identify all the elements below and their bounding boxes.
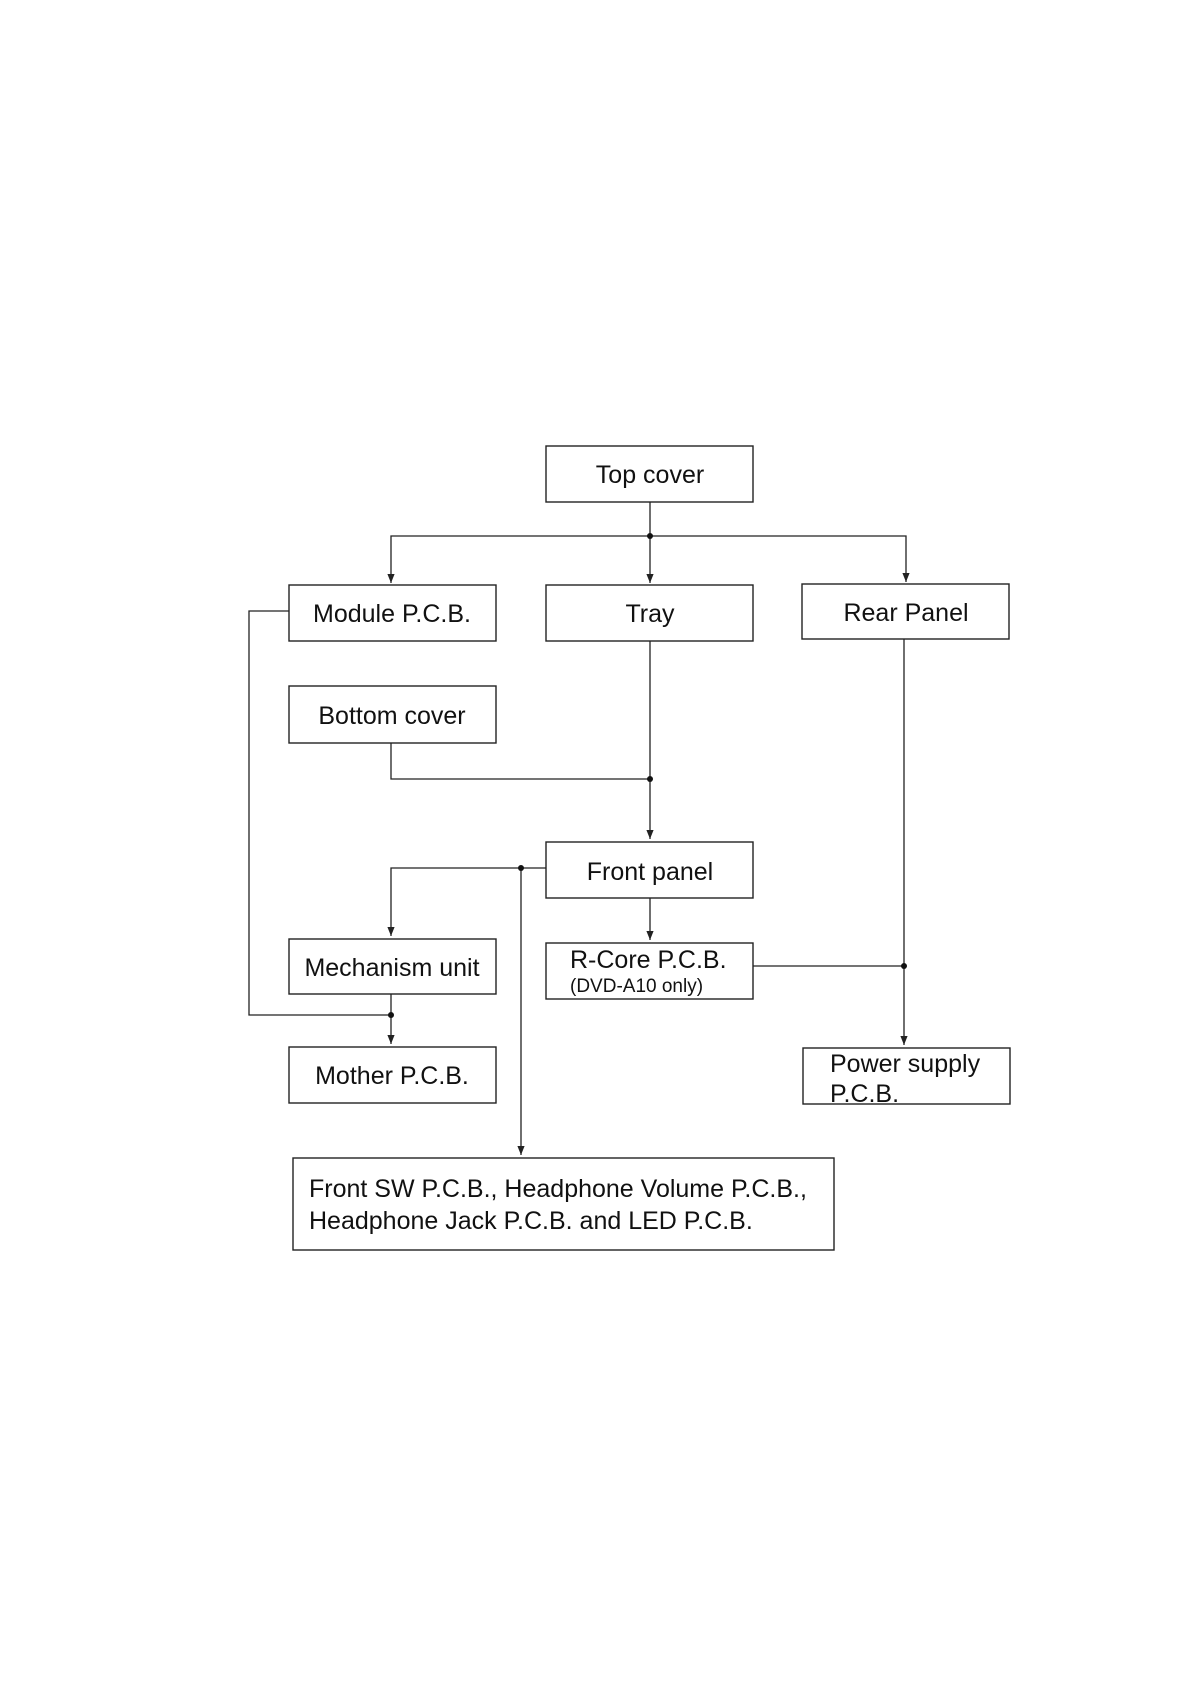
node-label: Headphone Jack P.C.B. and LED P.C.B. bbox=[309, 1207, 753, 1235]
node-power-supply-pcb: Power supply P.C.B. bbox=[803, 1048, 1010, 1108]
node-front-sw-group: Front SW P.C.B., Headphone Volume P.C.B.… bbox=[293, 1158, 834, 1250]
node-front-panel: Front panel bbox=[546, 842, 753, 898]
node-tray: Tray bbox=[546, 585, 753, 641]
node-mother-pcb: Mother P.C.B. bbox=[289, 1047, 496, 1103]
node-label: Mechanism unit bbox=[304, 954, 479, 982]
node-label: Top cover bbox=[596, 461, 704, 489]
edge-topcover-rearpanel bbox=[650, 536, 906, 582]
node-bottom-cover: Bottom cover bbox=[289, 686, 496, 743]
node-note: (DVD-A10 only) bbox=[570, 976, 703, 997]
node-label: Power supply bbox=[830, 1050, 981, 1078]
junction-dot bbox=[647, 776, 653, 782]
node-module-pcb: Module P.C.B. bbox=[289, 585, 496, 641]
node-label: Bottom cover bbox=[318, 702, 465, 730]
junction-dot bbox=[901, 963, 907, 969]
node-label: Front SW P.C.B., Headphone Volume P.C.B.… bbox=[309, 1175, 807, 1203]
node-top-cover: Top cover bbox=[546, 446, 753, 502]
node-rcore-pcb: R-Core P.C.B. (DVD-A10 only) bbox=[546, 943, 753, 999]
node-label: Rear Panel bbox=[843, 599, 968, 627]
node-label: R-Core P.C.B. bbox=[570, 946, 727, 974]
node-label: Mother P.C.B. bbox=[315, 1062, 469, 1090]
edge-frontpanel-mechanism bbox=[391, 868, 546, 936]
node-label: P.C.B. bbox=[830, 1080, 899, 1108]
node-label: Tray bbox=[625, 600, 675, 628]
junction-dot bbox=[518, 865, 524, 871]
edge-bottomcover-frontpanel bbox=[391, 743, 650, 779]
edge-topcover-module bbox=[391, 536, 650, 583]
junction-dot bbox=[388, 1012, 394, 1018]
node-mechanism-unit: Mechanism unit bbox=[289, 939, 496, 994]
node-label: Module P.C.B. bbox=[313, 600, 471, 628]
junction-dot bbox=[647, 533, 653, 539]
node-rear-panel: Rear Panel bbox=[802, 584, 1009, 639]
node-box bbox=[293, 1158, 834, 1250]
node-label: Front panel bbox=[587, 858, 713, 886]
